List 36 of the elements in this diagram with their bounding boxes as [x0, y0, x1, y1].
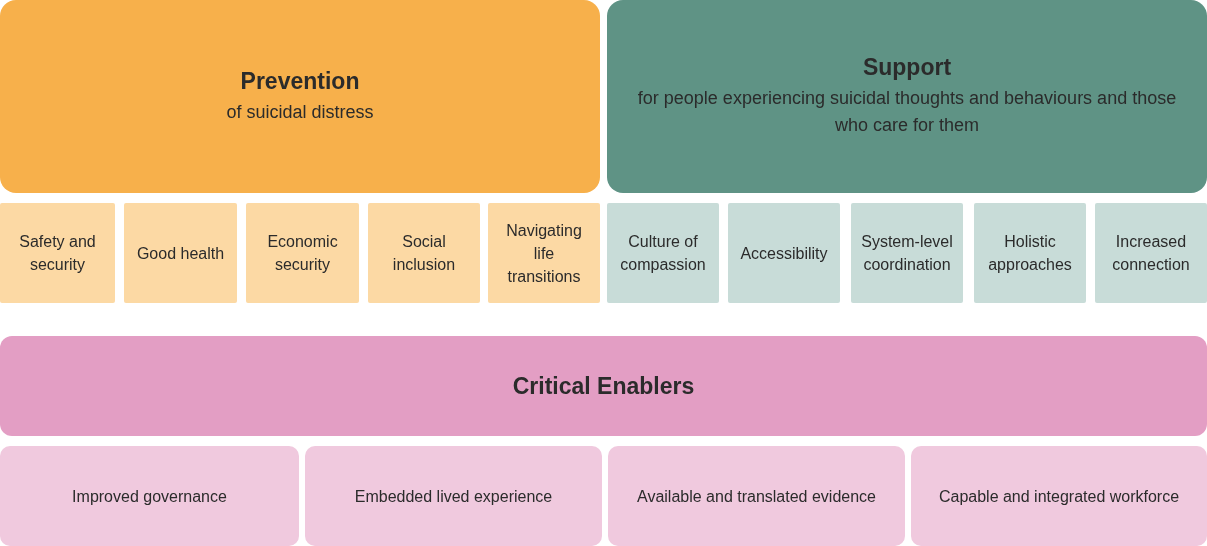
category-card [607, 203, 719, 303]
section-subtitle: of suicidal distress [226, 100, 374, 124]
section-title: Support [862, 54, 952, 81]
card-label: Social inclusion [391, 232, 457, 275]
section-title: Critical Enablers [512, 372, 695, 400]
card-label: Navigating life transitions [505, 220, 583, 287]
category-card [974, 203, 1086, 303]
section-subtitle: for people experiencing suicidal thoughts and behaviours and those who care for them [637, 87, 1177, 137]
category-card [246, 203, 359, 303]
card-label: Improved governance [72, 486, 227, 507]
header-band [607, 0, 1207, 193]
category-card [608, 446, 905, 546]
card-label: Embedded lived experience [354, 486, 553, 507]
card-label: Holistic approaches [987, 232, 1073, 275]
category-card [368, 203, 480, 303]
header-band [0, 336, 1207, 436]
header-band [0, 0, 600, 193]
card-label: Safety and security [18, 232, 97, 275]
card-label: Available and translated evidence [637, 486, 876, 507]
category-card [488, 203, 600, 303]
card-label: System-level coordination [861, 232, 953, 275]
category-card [1095, 203, 1207, 303]
card-label: Capable and integrated workforce [938, 486, 1180, 507]
category-card [0, 446, 299, 546]
card-label: Increased connection [1111, 232, 1191, 275]
card-label: Economic security [266, 232, 339, 275]
category-card [728, 203, 840, 303]
section-title: Prevention [240, 67, 360, 95]
card-label: Culture of compassion [619, 232, 707, 275]
card-label: Accessibility [740, 243, 828, 264]
category-card [124, 203, 237, 303]
category-card [911, 446, 1207, 546]
category-card [305, 446, 602, 546]
category-card [851, 203, 963, 303]
card-label: Good health [136, 243, 225, 264]
category-card [0, 203, 115, 303]
